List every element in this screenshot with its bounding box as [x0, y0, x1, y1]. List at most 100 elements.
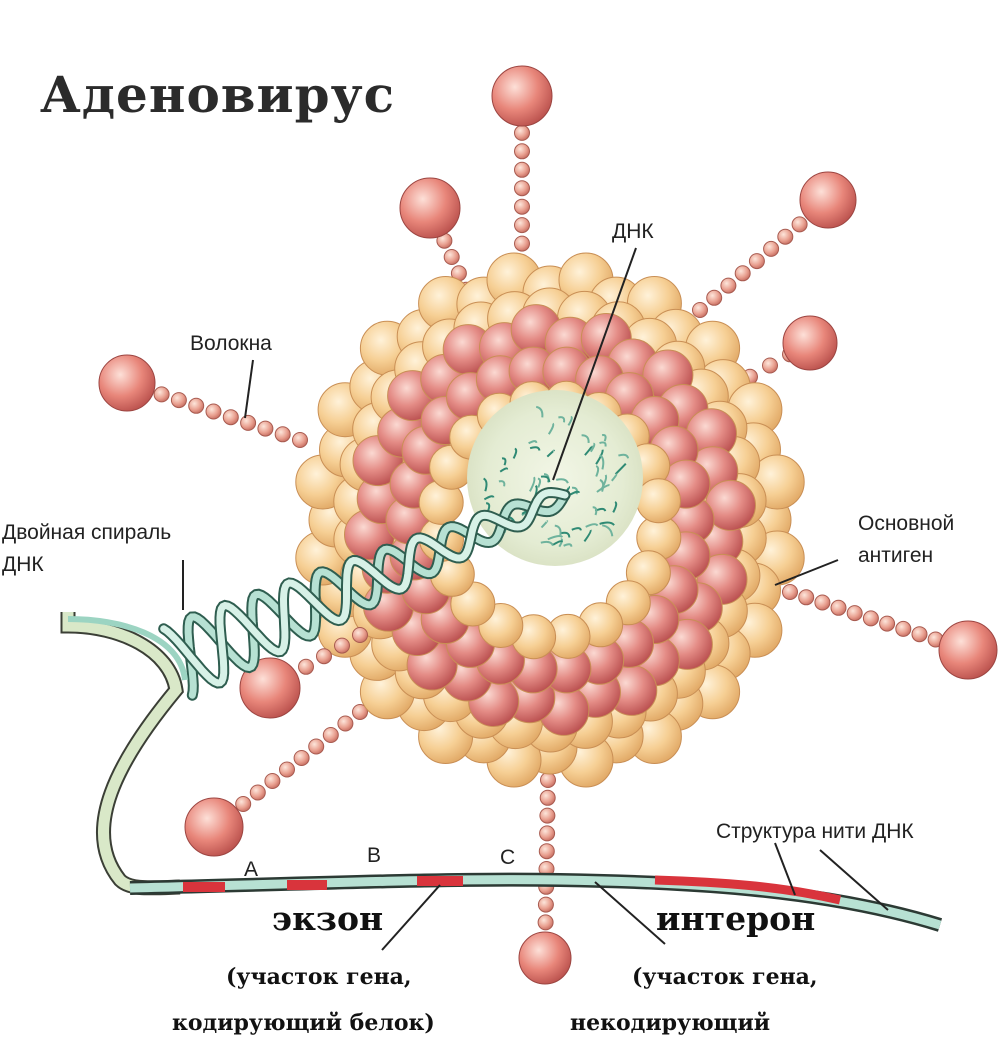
inner-capsomere-layer: [344, 304, 756, 736]
fiber-knob: [239, 657, 301, 719]
fiber-bead: [514, 217, 530, 234]
fiber-bead: [352, 627, 368, 643]
fiber-knob: [938, 620, 998, 680]
fiber-bead: [720, 277, 737, 294]
core-dna-fragment: [528, 440, 538, 445]
fiber-knob: [799, 171, 857, 229]
fiber-knob: [518, 931, 572, 985]
fiber-bead: [762, 357, 778, 374]
fiber-bead: [734, 265, 751, 282]
fiber-bead: [539, 807, 556, 824]
core-dna-fragment: [596, 484, 610, 493]
core-dna-fragment: [483, 495, 495, 501]
core-dna-fragment: [601, 433, 607, 442]
fiber-bead: [706, 289, 723, 306]
fiber-bead: [337, 715, 354, 732]
core-dna-fragment: [529, 476, 536, 492]
outer-capsomere: [636, 478, 681, 524]
core-dna-fragment: [560, 531, 571, 538]
fiber-bead: [188, 397, 205, 414]
fiber-bead: [814, 594, 831, 611]
marker-a: A: [244, 858, 258, 881]
fiber-knob: [782, 315, 838, 371]
fiber-bead: [170, 392, 187, 409]
fiber-bead: [514, 235, 530, 252]
dna-double-helix: [158, 486, 571, 701]
label-exon-desc-line1: (участок гена,: [226, 964, 412, 990]
label-double-helix-line1: Двойная спираль: [2, 521, 171, 544]
fiber-bead: [308, 738, 325, 755]
label-exon: экзон: [272, 899, 383, 938]
core-dna-fragment: [552, 540, 563, 546]
fiber-bead: [862, 610, 879, 627]
fiber-bead: [274, 426, 291, 443]
core-dna-fragment: [599, 479, 605, 492]
core-dna-fragment: [584, 445, 593, 456]
fiber-bead: [334, 637, 350, 654]
core-dna-fragment: [614, 463, 627, 475]
fiber-bead: [514, 198, 530, 215]
fiber-bead: [763, 240, 780, 257]
label-intron-desc-line2: некодирующий: [570, 1010, 770, 1036]
dna-ribbon: [60, 612, 188, 896]
core-dna-fragment: [540, 475, 551, 483]
core-dna-fragment: [555, 478, 569, 484]
intron-segment: [654, 875, 842, 905]
fiber-bead: [514, 143, 530, 160]
core-dna-fragment: [611, 473, 618, 482]
fiber-bead: [443, 249, 460, 265]
page-title: Аденовирус: [40, 65, 395, 124]
core-dna-fragment: [529, 446, 541, 451]
fiber-bead: [205, 403, 222, 420]
exon-segment-b: [287, 880, 327, 890]
fiber-bead: [514, 124, 530, 141]
core-dna-fragment: [595, 465, 600, 477]
fiber-bead: [322, 727, 339, 743]
fiber-bead: [538, 843, 555, 860]
leader-lines: [182, 247, 889, 951]
fiber-bead: [777, 228, 794, 245]
core-dna-fragment: [537, 477, 542, 488]
label-double-helix-line2: ДНК: [2, 553, 44, 576]
fiber-bead: [264, 773, 281, 789]
marker-c: C: [500, 846, 515, 869]
core-dna-fragment: [571, 527, 582, 531]
core-dna-fragment: [540, 520, 549, 529]
fiber-bead: [782, 584, 798, 600]
core-dna-fragment: [612, 501, 618, 513]
core-dna-fragment: [499, 467, 509, 473]
fiber-bead: [298, 658, 314, 675]
fiber-bead: [895, 620, 912, 637]
fiber-bead: [791, 216, 808, 233]
label-dna: ДНК: [612, 220, 654, 243]
fiber-bead: [292, 432, 308, 448]
fiber-bead: [540, 772, 556, 788]
fiber-bead: [879, 615, 896, 632]
fiber-bead: [352, 704, 368, 720]
core-dna-fragment: [512, 447, 518, 459]
core-dna-fragment: [540, 540, 554, 547]
fiber-bead: [692, 302, 708, 318]
fiber-bead: [222, 409, 239, 426]
fiber-bead: [798, 589, 815, 606]
core-dna-fragment: [554, 524, 562, 536]
core-dna-fragment: [535, 405, 544, 418]
fiber-bead: [537, 896, 554, 913]
fiber-bead: [846, 605, 863, 622]
core-dna-fragment: [558, 416, 566, 423]
core-dna-fragment: [547, 535, 564, 541]
core-dna-fragment: [589, 442, 596, 453]
fiber-bead: [240, 414, 257, 431]
exon-segment-a: [183, 882, 225, 892]
core-dna-fragment: [599, 454, 605, 470]
core-dna-fragment: [501, 457, 507, 466]
core-dna-fragment: [563, 543, 573, 547]
core-dna-fragment: [567, 415, 573, 426]
core-dna-fragment: [546, 449, 555, 458]
front-fibers-group: [239, 627, 368, 719]
capsid: [295, 252, 805, 788]
fiber-knob: [184, 797, 244, 857]
fiber-bead: [537, 914, 554, 931]
label-intron-desc-line1: (участок гена,: [632, 964, 818, 990]
